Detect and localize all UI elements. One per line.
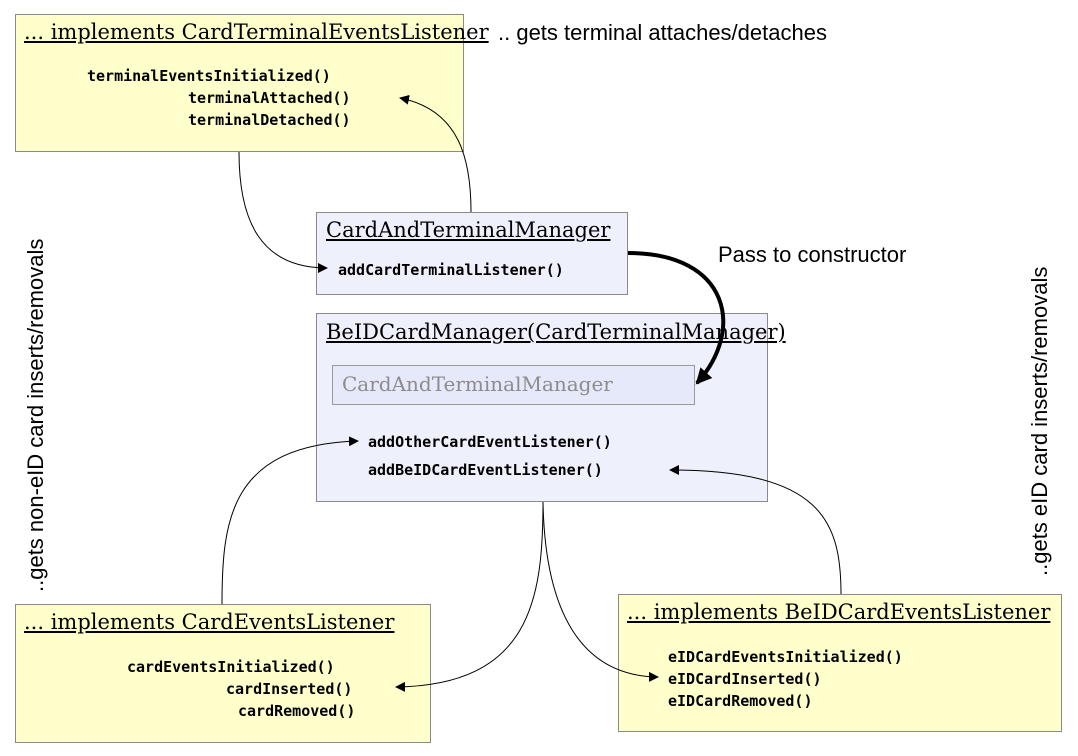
card-listener-box — [15, 604, 431, 743]
inner-manager-box — [332, 365, 695, 405]
inner-manager-label: CardAndTerminalManager — [342, 372, 613, 396]
beid-method-initialized: eIDCardEventsInitialized() — [668, 648, 903, 666]
manager-method-add-terminal-listener: addCardTerminalListener() — [338, 261, 564, 279]
arrow-pass-to-constructor — [627, 251, 726, 385]
arrow-terminal-listener-to-manager — [238, 151, 328, 273]
card-method-removed: cardRemoved() — [238, 702, 356, 720]
pass-note: Pass to constructor — [718, 242, 907, 267]
arrow-manager-to-terminal-attached — [399, 94, 472, 213]
terminal-note: .. gets terminal attaches/detaches — [498, 20, 827, 45]
terminal-method-initialized: terminalEventsInitialized() — [87, 67, 331, 85]
arrow-manager-to-beid-inserted — [542, 501, 659, 682]
beid-listener-box — [618, 594, 1062, 732]
terminal-listener-box — [15, 14, 464, 152]
beid-method-add-beid-listener: addBeIDCardEventListener() — [368, 461, 603, 479]
beid-method-add-other-listener: addOtherCardEventListener() — [368, 433, 612, 451]
card-method-inserted: cardInserted() — [226, 680, 353, 698]
terminal-listener-title: ... implements CardTerminalEventsListene… — [24, 20, 489, 44]
card-method-initialized: cardEventsInitialized() — [127, 658, 335, 676]
terminal-method-detached: terminalDetached() — [188, 111, 351, 129]
beid-manager-title: BeIDCardManager(CardTerminalManager) — [326, 320, 786, 344]
beid-method-inserted: eIDCardInserted() — [668, 670, 822, 688]
terminal-method-attached: terminalAttached() — [188, 89, 351, 107]
manager-box — [316, 212, 628, 295]
arrow-beid-listener-to-add-beid — [669, 465, 842, 595]
manager-title: CardAndTerminalManager — [326, 218, 611, 242]
arrow-card-listener-to-add-other — [221, 436, 359, 605]
beid-method-removed: eIDCardRemoved() — [668, 692, 813, 710]
card-listener-title: ... implements CardEventsListener — [24, 610, 395, 634]
beid-listener-title: ... implements BeIDCardEventsListener — [627, 600, 1051, 624]
arrow-manager-to-card-inserted — [395, 501, 544, 692]
